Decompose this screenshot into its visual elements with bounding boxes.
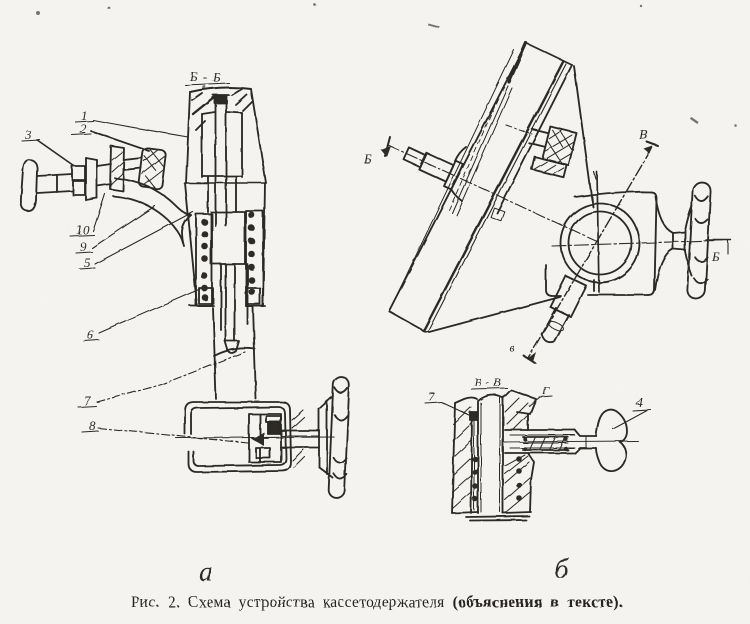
svg-text:Б: Б (711, 249, 720, 264)
svg-text:1: 1 (81, 108, 88, 123)
svg-text:В: В (639, 128, 648, 143)
svg-text:8: 8 (89, 418, 96, 433)
svg-text:б: б (554, 554, 569, 585)
svg-text:9: 9 (80, 239, 87, 254)
svg-text:4: 4 (636, 396, 643, 411)
svg-text:Рис. 2. Схема устройства кассе: Рис. 2. Схема устройства кассетодержател… (131, 594, 623, 611)
svg-text:Б: Б (363, 151, 372, 166)
svg-text:2: 2 (80, 121, 87, 136)
svg-text:10: 10 (76, 222, 90, 237)
svg-text:В - В: В - В (474, 375, 501, 389)
svg-text:7: 7 (84, 393, 91, 408)
svg-text:6: 6 (87, 327, 94, 342)
svg-text:5: 5 (84, 255, 91, 270)
svg-text:Б - Б: Б - Б (189, 69, 221, 84)
svg-text:Г: Г (541, 383, 550, 397)
svg-text:a: a (199, 557, 213, 588)
svg-text:7: 7 (428, 389, 435, 403)
svg-text:в: в (510, 341, 515, 355)
svg-text:3: 3 (24, 127, 32, 142)
